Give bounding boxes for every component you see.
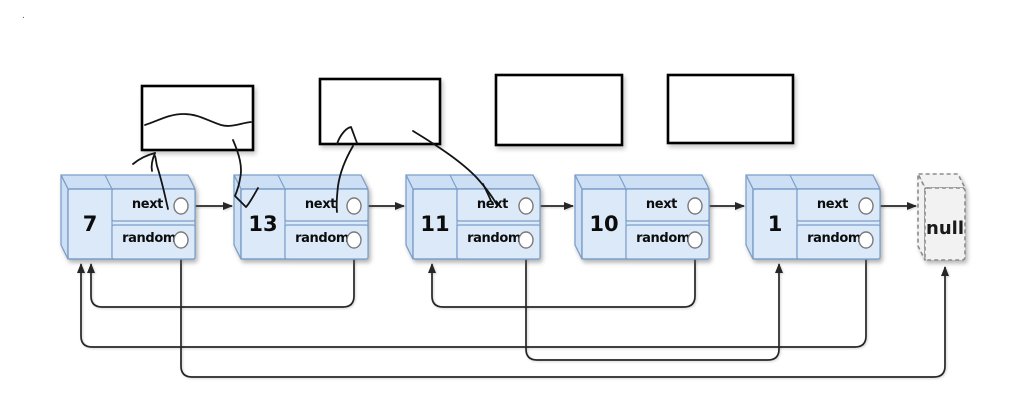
node-value: 10: [589, 212, 618, 236]
next-row: [625, 188, 710, 222]
random-edge-13-to-7: [87, 249, 355, 308]
hand-arrow-7next-to-box1-stem: [154, 155, 169, 210]
node-left-face: [60, 174, 69, 260]
node-top-face: [574, 174, 710, 190]
node-top-divider: [104, 174, 113, 190]
node-top-face: [405, 174, 541, 190]
random-edge-7-to-null: [180, 249, 949, 378]
hand-line-box2-to-node13-next: [335, 145, 354, 213]
random-label: random: [636, 231, 690, 246]
random-label: random: [295, 231, 349, 246]
empty-box-2: [318, 77, 442, 146]
random-pointer-edges: [77, 249, 949, 378]
next-port-icon: [858, 197, 874, 215]
random-row: [625, 224, 710, 260]
null-label: null: [926, 218, 964, 239]
list-node-7: 7 next random: [60, 174, 196, 260]
null-top-face: [917, 173, 966, 189]
null-front-face: [924, 187, 966, 261]
next-label: next: [132, 197, 163, 212]
node-top-face: [60, 174, 196, 190]
next-label: next: [477, 197, 508, 212]
hand-line-box1-to-node13-top: [232, 139, 259, 208]
hand-arrow-7next-to-box1-head-left: [132, 152, 156, 165]
next-row: [284, 188, 369, 222]
random-row: [284, 224, 369, 260]
node-top-divider: [277, 174, 286, 190]
node-value: 1: [768, 212, 783, 236]
squiggle-in-box-1: [144, 113, 252, 127]
random-row: [456, 224, 541, 260]
list-node-13: 13 next random: [233, 174, 369, 260]
node-left-face: [745, 174, 754, 260]
node-top-face: [233, 174, 369, 190]
random-port-icon: [858, 231, 874, 249]
list-node-11: 11 next random: [405, 174, 541, 260]
random-row: [111, 224, 196, 260]
random-edge-11-to-1: [525, 249, 783, 361]
node-top-divider: [789, 174, 798, 190]
next-label: next: [305, 197, 336, 212]
node-value: 7: [83, 212, 98, 236]
empty-box-4: [666, 73, 795, 145]
next-row: [796, 188, 881, 222]
freehand-annotations: [132, 113, 498, 213]
empty-box-3: [494, 73, 624, 147]
hand-arrow-7next-to-box1-head-right: [150, 152, 156, 172]
node-value: 13: [248, 212, 277, 236]
next-port-icon: [173, 197, 189, 215]
empty-box-1: [140, 84, 255, 152]
node-top-divider: [449, 174, 458, 190]
random-port-icon: [518, 231, 534, 249]
node-left-face: [574, 174, 583, 260]
hand-arrow-box2-to-node11-next-double-stroke: [482, 183, 492, 202]
random-edge-10-to-11: [428, 249, 696, 308]
next-row: [111, 188, 196, 222]
next-row: [456, 188, 541, 222]
null-left-face: [917, 173, 926, 261]
hand-arrow-box2-to-node11-next: [412, 130, 498, 206]
random-port-icon: [346, 231, 362, 249]
random-port-icon: [687, 231, 703, 249]
node-top-face: [745, 174, 881, 190]
next-label: next: [646, 197, 677, 212]
node-value: 11: [420, 212, 449, 236]
random-edge-1-to-7: [77, 249, 867, 348]
next-port-icon: [346, 197, 362, 215]
random-port-icon: [173, 231, 189, 249]
node-left-face: [405, 174, 414, 260]
list-node-10: 10 next random: [574, 174, 710, 260]
next-label: next: [817, 197, 848, 212]
corner-mark: .: [22, 11, 25, 21]
random-label: random: [122, 231, 176, 246]
list-node-1: 1 next random: [745, 174, 881, 260]
random-label: random: [467, 231, 521, 246]
next-port-icon: [518, 197, 534, 215]
null-terminator: null: [917, 173, 966, 261]
random-label: random: [807, 231, 861, 246]
sketch-boxes: [140, 73, 795, 152]
next-port-icon: [687, 197, 703, 215]
node-top-divider: [618, 174, 627, 190]
random-row: [796, 224, 881, 260]
hand-hump-in-box-2: [336, 126, 358, 145]
